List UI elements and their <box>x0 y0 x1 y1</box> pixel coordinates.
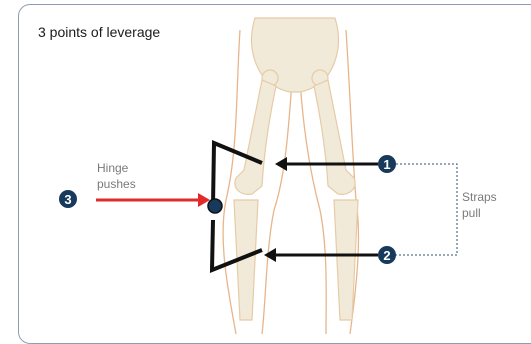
femur-bones <box>235 80 355 194</box>
top-strap-pull-arrowhead <box>275 157 287 171</box>
hinge-label-line2: pushes <box>97 177 136 191</box>
svg-text:3: 3 <box>64 192 71 207</box>
hinge-pivot <box>208 199 222 213</box>
badge-bottom-strap: 2 <box>378 246 396 264</box>
knee-brace-illustration: 3 1 2 Hinge pushes Straps pull <box>0 0 531 334</box>
svg-text:1: 1 <box>383 157 390 172</box>
svg-text:2: 2 <box>383 248 390 263</box>
straps-label-line2: pull <box>462 206 481 220</box>
tibia-bones <box>234 200 358 320</box>
straps-dotted-bracket <box>396 164 457 255</box>
straps-label-line1: Straps <box>462 190 497 204</box>
bottom-strap-pull-arrowhead <box>264 248 276 262</box>
badge-top-strap: 1 <box>378 155 396 173</box>
hinge-label-line1: Hinge <box>97 161 129 175</box>
badge-hinge: 3 <box>59 190 77 208</box>
